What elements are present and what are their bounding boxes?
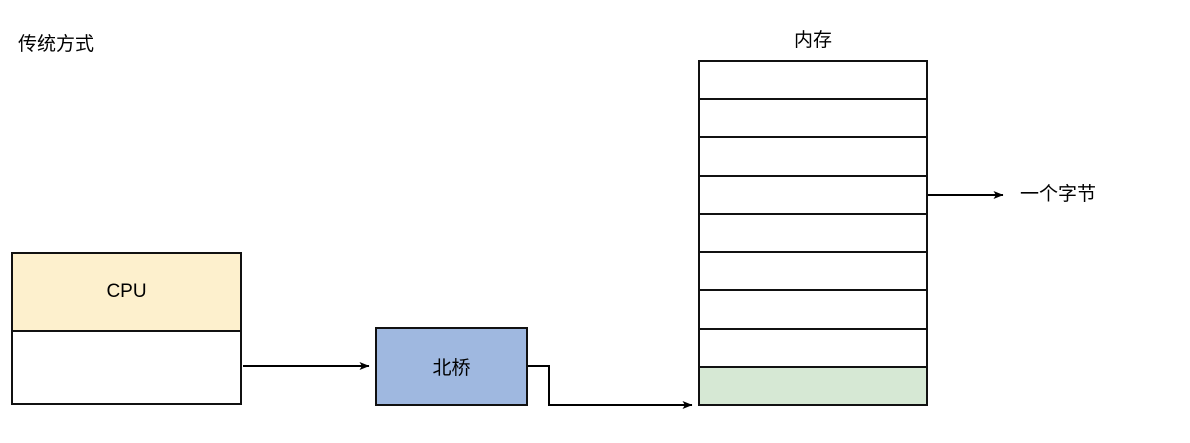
memory-title: 内存 bbox=[793, 30, 832, 51]
memory-cell[interactable] bbox=[700, 176, 926, 215]
memory-cell[interactable] bbox=[700, 62, 926, 101]
memory-cell[interactable] bbox=[700, 214, 926, 254]
cpu-core-label: CPU bbox=[106, 281, 147, 302]
memory-cell[interactable] bbox=[700, 291, 926, 330]
memory-column[interactable] bbox=[698, 60, 928, 406]
cpu-core-section: CPU bbox=[13, 254, 240, 332]
northbridge-box[interactable]: 北桥 bbox=[375, 327, 528, 406]
cpu-lower-section bbox=[13, 332, 240, 403]
memory-cell[interactable] bbox=[700, 253, 926, 292]
cpu-package[interactable]: CPU bbox=[11, 252, 242, 405]
connector-northbridge-to-memory bbox=[528, 365, 693, 409]
byte-annotation-label: 一个字节 bbox=[1020, 184, 1097, 205]
memory-cell[interactable] bbox=[700, 138, 926, 177]
memory-cell-highlighted[interactable] bbox=[700, 367, 926, 404]
northbridge-label: 北桥 bbox=[432, 358, 471, 379]
diagram-title: 传统方式 bbox=[18, 34, 95, 55]
memory-cell[interactable] bbox=[700, 329, 926, 368]
memory-cell[interactable] bbox=[700, 100, 926, 139]
